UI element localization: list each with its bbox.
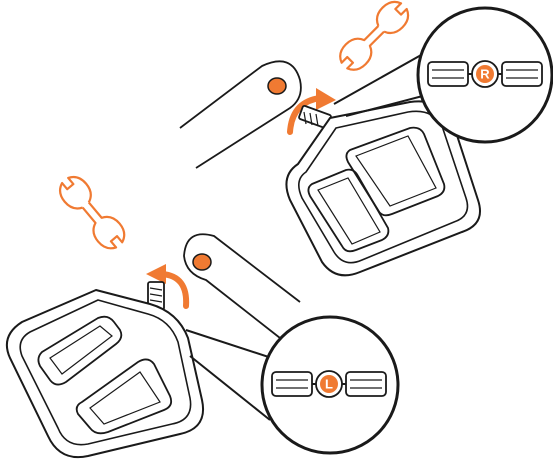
- right-badge-letter: R: [480, 67, 490, 82]
- left-crank-arm: [183, 233, 301, 339]
- right-crank-thread-hole: [267, 77, 287, 95]
- left-pedal-top-view: [271, 370, 387, 398]
- right-wrench-icon: [333, 0, 415, 77]
- left-badge: [320, 375, 338, 393]
- left-pedal: [6, 281, 204, 458]
- left-rotation-arrow-icon: [146, 264, 190, 309]
- left-crank-thread-hole: [192, 253, 212, 271]
- left-callout-magnifier: L: [260, 315, 400, 455]
- right-rotation-arrow-icon: [287, 88, 336, 135]
- right-badge: [476, 65, 494, 83]
- left-wrench-icon: [53, 170, 131, 255]
- left-badge-letter: L: [325, 377, 333, 392]
- right-pedal-top-view: [427, 60, 543, 88]
- right-callout-magnifier: R: [416, 6, 553, 144]
- right-crank-arm: [179, 60, 302, 169]
